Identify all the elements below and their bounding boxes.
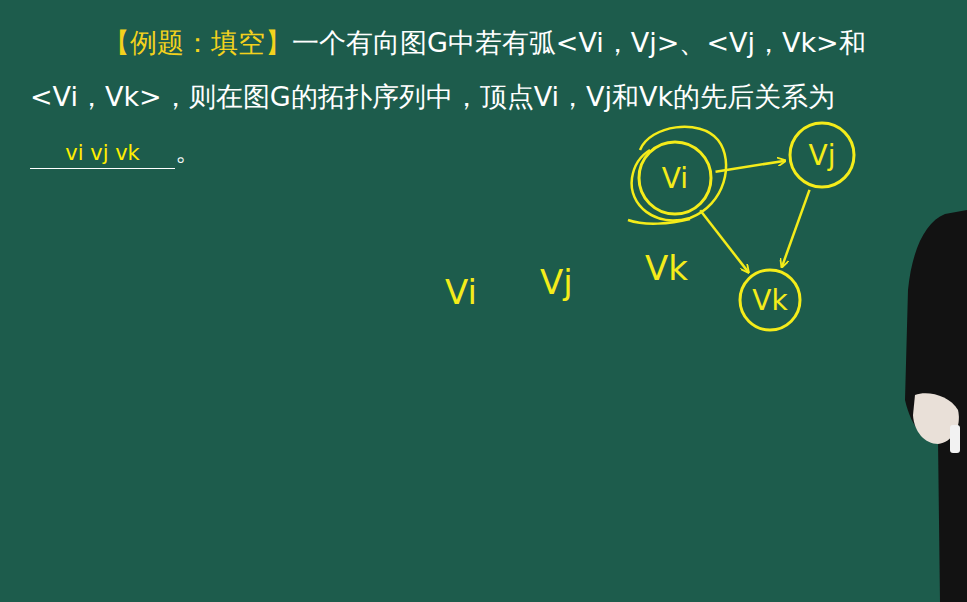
scribble-circle — [632, 127, 726, 221]
circle-stroke — [639, 142, 711, 214]
chalk-marker — [950, 425, 960, 453]
vertex-circle: Vi — [637, 140, 713, 216]
circle-stroke — [790, 123, 854, 187]
vertex-label: Vk — [752, 284, 787, 317]
punctuation: 。 — [175, 135, 202, 166]
answer-text: vi vj vk — [65, 141, 139, 165]
vertex-label: Vj — [809, 139, 836, 172]
vertex-label: Vi — [662, 162, 688, 195]
handwritten-label: Vj — [540, 262, 573, 302]
presenter-silhouette — [905, 210, 967, 602]
arc-arrow — [716, 161, 786, 172]
answer-blank: vi vj vk — [30, 136, 175, 169]
handwritten-label: Vk — [645, 248, 688, 288]
circle-stroke — [740, 270, 800, 330]
arc-arrow — [782, 190, 810, 267]
example-heading: 【例题：填空】 — [103, 27, 292, 58]
question-paragraph: 【例题：填空】一个有向图G中若有弧<Vi，Vj>、<Vj，Vk>和<Vi，Vk>… — [30, 16, 930, 178]
scribble-underline — [628, 219, 690, 224]
arc-arrow — [700, 210, 748, 272]
vertex-circle: Vk — [738, 268, 802, 332]
handwritten-label: Vi — [445, 272, 477, 312]
vertex-circle: Vj — [788, 121, 856, 189]
